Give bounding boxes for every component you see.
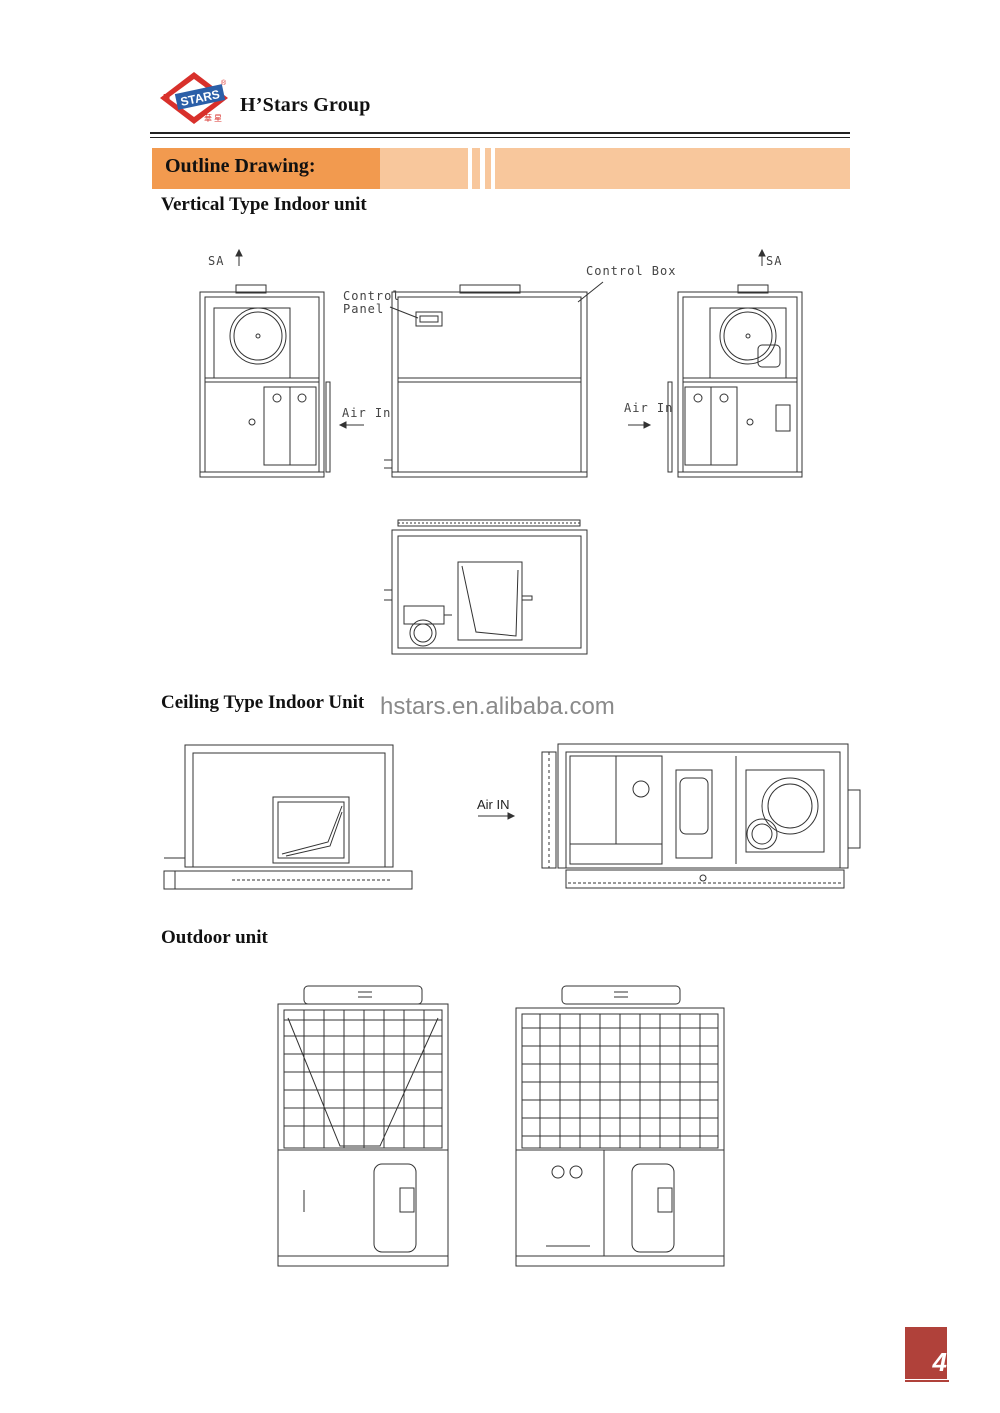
section-title-outdoor: Outdoor unit: [161, 927, 268, 948]
label-air-in-left: Air In: [342, 406, 392, 420]
header-rule: [150, 132, 850, 134]
vertical-right-view: [628, 248, 803, 478]
label-control-box: Control Box: [586, 264, 677, 278]
ceiling-left-view: [163, 744, 413, 890]
label-air-in-ceiling: Air IN: [477, 797, 510, 812]
vertical-left-view: [199, 248, 364, 478]
label-control-panel-2: Panel: [343, 302, 385, 316]
ceiling-indoor-drawing: [163, 743, 861, 890]
ceiling-right-view: [478, 743, 861, 889]
svg-text:華 星: 華 星: [204, 113, 222, 123]
company-name: H’Stars Group: [240, 94, 371, 116]
section-title-vertical: Vertical Type Indoor unit: [161, 194, 367, 215]
outdoor-left-view: [277, 985, 449, 1267]
vertical-top-view: [384, 519, 588, 655]
outdoor-drawing: [277, 985, 725, 1267]
svg-text:H: H: [163, 93, 170, 104]
section-title-ceiling: Ceiling Type Indoor Unit: [161, 692, 365, 713]
watermark: hstars.en.alibaba.com: [380, 693, 615, 720]
svg-text:®: ®: [221, 79, 227, 87]
label-air-in-right: Air In: [624, 401, 674, 415]
label-sa-left: SA: [208, 254, 225, 268]
section-banner: [152, 148, 850, 189]
label-sa-right: SA: [766, 254, 783, 268]
page-number-box: [905, 1327, 947, 1379]
outdoor-right-view: [515, 985, 725, 1267]
label-control-panel-1: Control: [343, 289, 401, 303]
banner-title: Outline Drawing:: [165, 155, 316, 177]
page-number-underline: [905, 1380, 949, 1382]
vertical-front-view: [384, 281, 604, 478]
page-number: 4: [932, 1347, 947, 1377]
vertical-indoor-drawing: [199, 248, 803, 655]
company-logo: H STARS 華 星 ®: [160, 72, 228, 124]
header-rule-thin: [150, 137, 850, 138]
